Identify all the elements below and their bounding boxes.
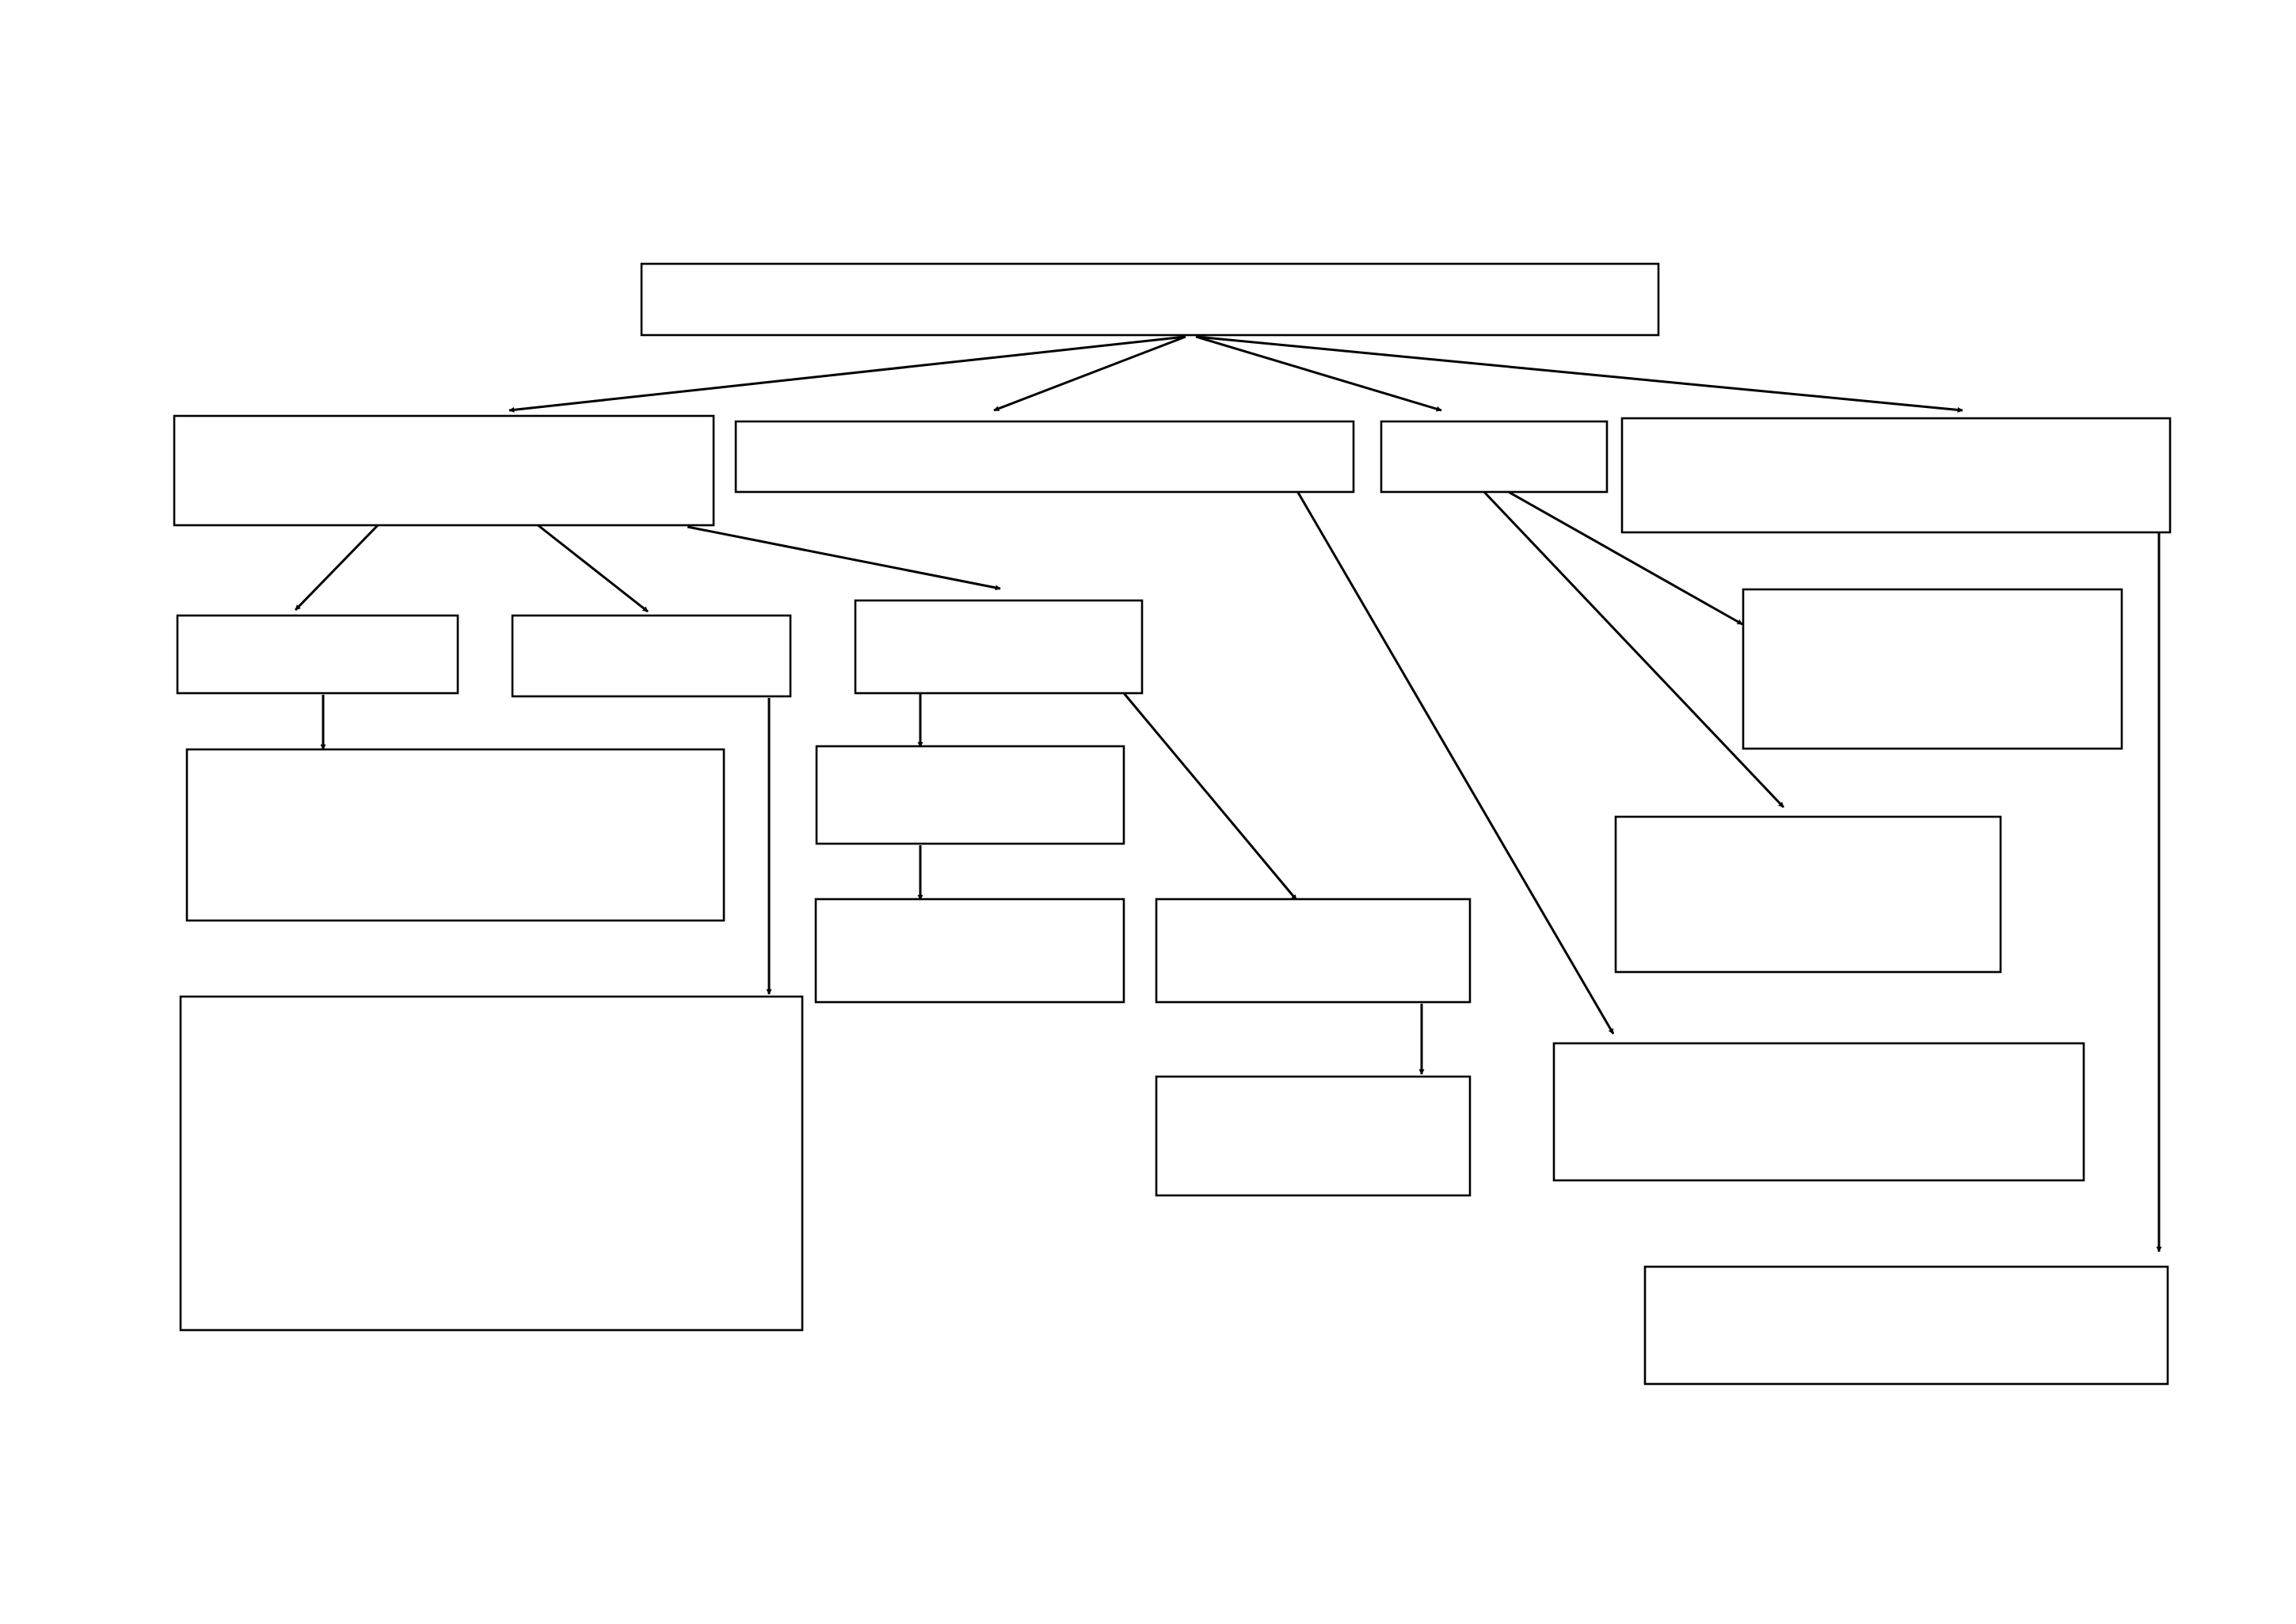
- l1-a-box: [173, 414, 715, 527]
- a-3-2-box: [1155, 898, 1472, 1004]
- connector-l1-c-to-c-2: [1482, 490, 1785, 809]
- connector-root-to-l1-b: [993, 335, 1186, 412]
- a-1-box: [176, 614, 459, 695]
- l1-d-box: [1620, 417, 2172, 534]
- connector-root-to-l1-a: [508, 335, 1186, 413]
- connector-l1-a-to-a-1: [294, 523, 380, 612]
- connector-l1-a-to-a-3: [687, 525, 1001, 591]
- a-1-child-box: [185, 748, 725, 922]
- b-1-box: [1552, 1042, 2085, 1182]
- d-1-box: [1643, 1265, 2169, 1386]
- connector-a-3-to-a-3-2: [1122, 692, 1298, 901]
- c-1-box: [1742, 588, 2123, 750]
- connector-l1-b-to-b-1: [1296, 490, 1615, 1035]
- connector-root-to-l1-c: [1195, 335, 1442, 412]
- a-3-box: [854, 599, 1144, 695]
- root-box: [640, 262, 1660, 337]
- connector-l1-c-to-c-1: [1506, 490, 1743, 626]
- c-2-box: [1614, 815, 2002, 974]
- l1-b-box: [734, 420, 1355, 494]
- boxes: [173, 262, 2172, 1386]
- connector-root-to-l1-d: [1195, 335, 1963, 413]
- a-3-1-box: [815, 745, 1125, 845]
- a-2-box: [511, 614, 792, 698]
- a-3-2-child-box: [1155, 1075, 1472, 1197]
- connectors: [294, 335, 2162, 1252]
- l1-c-box: [1380, 420, 1609, 494]
- a-2-child-box: [179, 995, 804, 1332]
- connector-l1-a-to-a-2: [536, 523, 649, 613]
- a-3-1-child-box: [814, 898, 1125, 1004]
